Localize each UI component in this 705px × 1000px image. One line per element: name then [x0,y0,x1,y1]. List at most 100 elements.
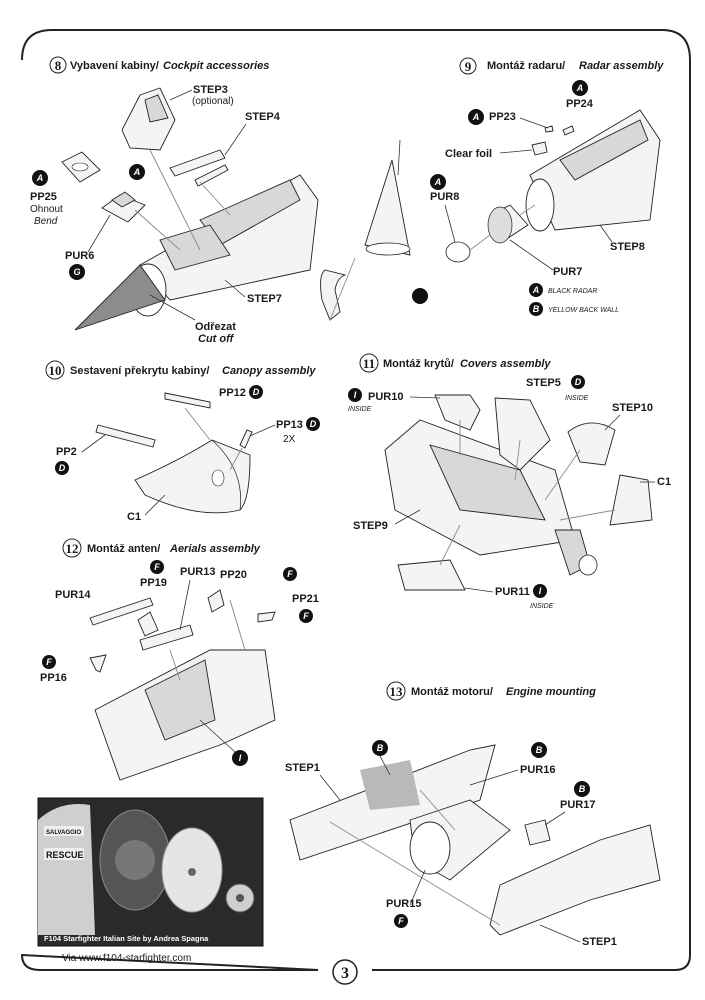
label-step3: STEP3 [193,84,228,96]
label-pp25: PP25 [30,191,57,203]
svg-text:I: I [354,390,357,400]
svg-text:D: D [575,377,582,387]
svg-text:A: A [576,83,584,93]
label-inside: INSIDE [348,406,372,413]
label-step8: STEP8 [610,241,645,253]
page-border [20,29,691,971]
label-inside: INSIDE [565,395,589,402]
label-pp23: PP23 [489,111,516,123]
svg-text:F: F [154,562,160,572]
label-pur14: PUR14 [55,589,91,601]
label-cut-off: Cut off [198,333,235,345]
pur13-part [139,624,194,651]
svg-text:A: A [36,173,44,183]
label-step1: STEP1 [285,762,320,774]
svg-text:B: B [533,304,540,314]
label-step10: STEP10 [612,402,653,414]
pur8-dish-part [445,241,471,263]
label-clear-foil: Clear foil [445,148,492,160]
label-pp19: PP19 [140,577,167,589]
pur10-part [434,394,481,431]
section-title-cz: Montáž motoru/ [411,686,493,698]
page-number-circle [332,959,358,985]
section-title-cz: Sestavení překrytu kabiny/ [70,365,209,377]
label-pp20: PP20 [220,569,247,581]
svg-text:D: D [310,419,317,429]
badge-i [533,584,547,598]
section-title-cz: Montáž krytů/ [383,358,454,370]
step10-part [567,422,616,466]
svg-text:B: B [536,745,543,755]
section-title-en: Covers assembly [460,358,551,370]
label-step7: STEP7 [247,293,282,305]
badge-f [299,609,313,623]
step5-part [494,397,551,471]
badge-i [348,388,362,402]
badge-a [572,80,588,96]
section-title-en: Cockpit accessories [163,60,269,72]
section-aerials-assembly: 12 Montáž anten/ Aerials assembly F PP19… [40,538,319,781]
label-pur10: PUR10 [368,391,403,403]
photo-caption: F104 Starfighter Italian Site by Andrea … [44,934,209,943]
label-yellow-back-wall: YELLOW BACK WALL [548,307,619,314]
label-pp24: PP24 [566,98,594,110]
step-number: 8 [55,58,62,73]
svg-text:I: I [539,586,542,596]
label-black-radar: BLACK RADAR [548,288,597,295]
pp13-part [239,429,253,449]
badge-f [150,560,164,574]
pur11-part [397,559,466,591]
label-pur15: PUR15 [386,898,421,910]
badge-d [249,385,263,399]
svg-text:10: 10 [49,363,62,378]
label-bend: Bend [34,216,58,227]
photo-sign-rescue: RESCUE [46,850,84,860]
badge-f [412,288,428,304]
via-link-text: Via www.f104-starfighter.com [62,953,191,964]
kit-part-nose-cone [320,139,428,321]
svg-text:D: D [253,387,260,397]
svg-text:A: A [532,285,540,295]
step-number-circle [386,681,406,701]
ejection-seat-part [121,87,201,251]
label-step3-optional: (optional) [192,96,234,107]
pp16-part [89,654,107,673]
c1-canopy-part [134,439,251,514]
badge-a [529,283,543,297]
label-step5: STEP5 [526,377,561,389]
svg-text:13: 13 [390,684,404,699]
label-pp16: PP16 [40,672,67,684]
badge-a [32,170,48,186]
badge-f [283,567,297,581]
label-step4: STEP4 [245,111,281,123]
section-radar-assembly: 9 Montáž radaru/ Radar assembly A PP24 A… [430,57,664,316]
label-pp2: PP2 [56,446,77,458]
pp21-part [257,611,276,623]
svg-text:9: 9 [465,59,472,74]
badge-b [529,302,543,316]
fuselage-nose-drawing [74,174,319,331]
step-number-circle [359,353,379,373]
tail-section-drawing [489,824,661,936]
badge-d [55,461,69,475]
pur14-part [89,597,154,626]
pp12-part [164,392,211,409]
badge-a [129,164,145,180]
badge-d [306,417,320,431]
section-title-cz: Vybavení kabiny/ [70,60,159,72]
svg-text:F: F [46,657,52,667]
label-pur13: PUR13 [180,566,215,578]
label-pur17: PUR17 [560,799,595,811]
label-pur7: PUR7 [553,266,582,278]
pp15-part [320,269,347,321]
cut-off-nose [74,264,166,331]
nose-cone-part [364,159,411,256]
badge-i [232,750,248,766]
page-number: 3 [341,965,349,982]
svg-text:G: G [73,267,80,277]
pp2-strip-part [95,424,156,448]
svg-text:F: F [287,569,293,579]
label-pp21: PP21 [292,593,319,605]
label-c1: C1 [127,511,141,523]
section-title-en: Canopy assembly [222,365,316,377]
